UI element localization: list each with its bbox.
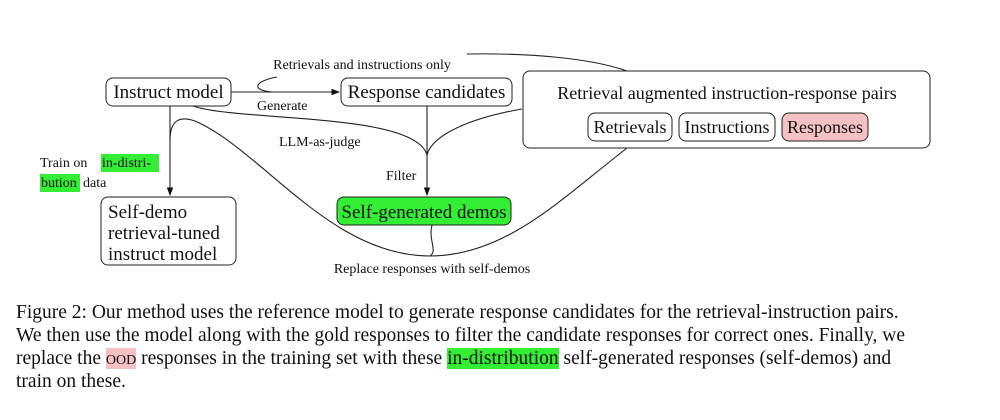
instructions-label: Instructions — [685, 117, 770, 137]
caption-line: train on these. — [16, 371, 126, 392]
retrievals-only-label: Retrievals and instructions only — [273, 58, 451, 73]
self-demo-line: Self-demo — [108, 202, 187, 223]
retrievals-only-hook — [257, 76, 278, 93]
self-generated-demos-node: Self-generated demos — [336, 196, 512, 226]
train-label: Train on — [40, 156, 87, 171]
judge-edge-model — [192, 105, 428, 156]
method-diagram: Instruct model Response candidates Retri… — [40, 53, 931, 277]
judge-edge-pairs — [426, 108, 523, 156]
instruct-model-node: Instruct model — [105, 77, 232, 107]
ood-highlight: ood — [105, 348, 137, 369]
in-distribution-highlight: in-distribution — [447, 348, 559, 369]
responses-label: Responses — [787, 117, 863, 137]
replace-edge-demos — [429, 224, 434, 257]
self-demo-line: retrieval-tuned — [108, 223, 220, 244]
caption-text: self-generated responses (self-demos) an… — [563, 348, 892, 369]
train-label-highlight: in-distri- — [102, 156, 151, 171]
instruct-model-label: Instruct model — [113, 82, 223, 103]
pairs-title: Retrieval augmented instruction-response… — [557, 83, 896, 103]
retrievals-label: Retrievals — [594, 117, 667, 137]
caption-line: We then use the model along with the gol… — [16, 325, 906, 346]
response-candidates-label: Response candidates — [348, 82, 506, 103]
replace-edge — [169, 118, 628, 257]
train-label-highlight: bution — [41, 176, 77, 191]
llm-judge-label: LLM-as-judge — [279, 135, 361, 150]
caption-line: Figure 2: Our method uses the reference … — [16, 302, 899, 323]
filter-label: Filter — [386, 169, 417, 184]
response-candidates-node: Response candidates — [340, 77, 513, 107]
generate-label: Generate — [257, 99, 308, 114]
self-demo-model-node: Self-demo retrieval-tuned instruct model — [100, 196, 237, 266]
self-generated-demos-label: Self-generated demos — [341, 202, 506, 223]
pairs-node: Retrieval augmented instruction-response… — [522, 70, 931, 149]
replace-label: Replace responses with self-demos — [334, 262, 530, 277]
self-demo-line: instruct model — [108, 244, 217, 265]
figure-caption: Figure 2: Our method uses the reference … — [16, 301, 991, 393]
caption-text: responses in the training set with these — [141, 348, 443, 369]
retrievals-only-edge — [466, 53, 628, 72]
train-label: data — [83, 176, 107, 191]
caption-text: replace the — [16, 348, 101, 369]
caption-line: replace the ood responses in the trainin… — [16, 347, 991, 370]
